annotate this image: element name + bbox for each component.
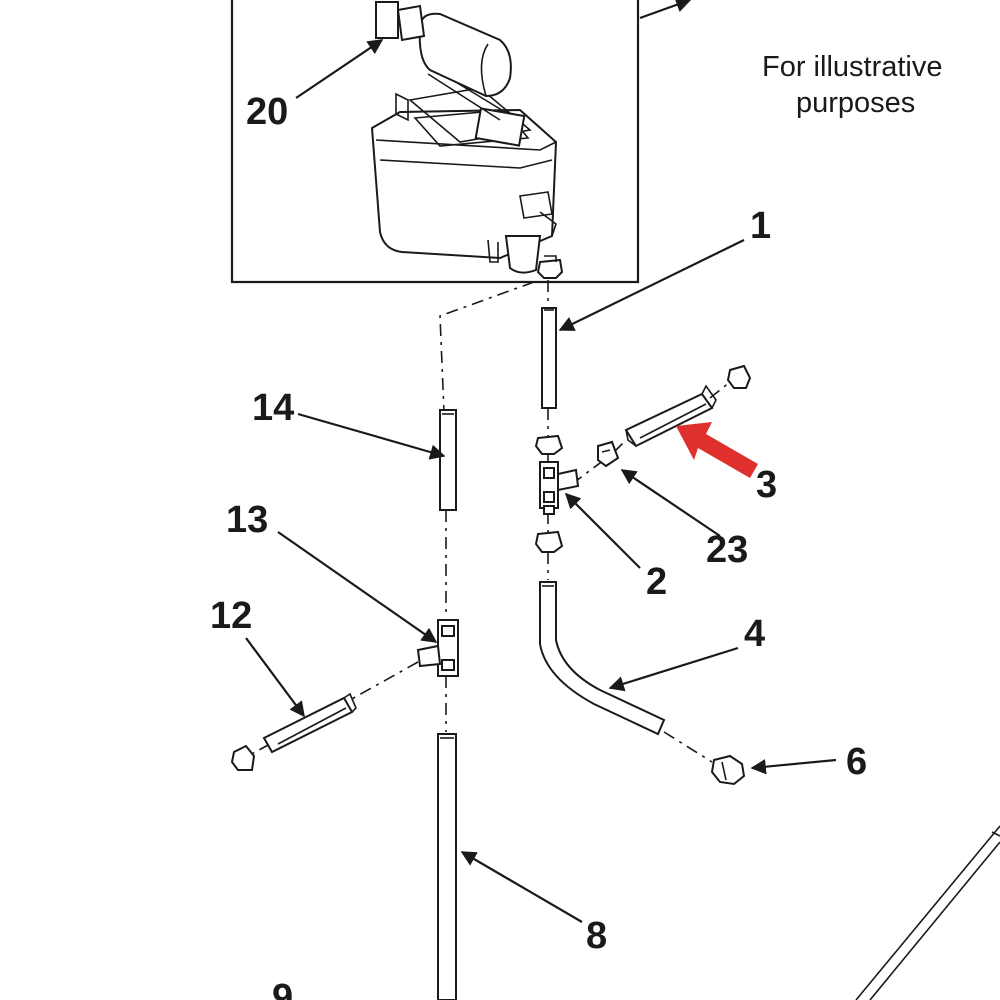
part-8-tube: [437, 733, 457, 1000]
part-6-cap: [710, 754, 746, 786]
part-23-fitting: [597, 440, 620, 468]
part-3-tube: [624, 384, 717, 448]
connector-top: [536, 255, 564, 279]
ice-maker-assembly: [370, 1, 558, 274]
part-13-tee: [416, 619, 459, 677]
callout-2: 2: [646, 561, 667, 603]
note-line-2: purposes: [796, 87, 915, 119]
callout-4: 4: [744, 613, 765, 655]
callout-23: 23: [706, 529, 748, 571]
connector-right: [726, 364, 752, 389]
connector-lower: [534, 530, 564, 553]
inset-frame: [230, 0, 640, 284]
callout-12: 12: [210, 595, 252, 637]
part-2-tee: [539, 461, 580, 515]
rail-lower-right: [855, 825, 1000, 1000]
callout-13: 13: [226, 499, 268, 541]
part-1-tube: [541, 307, 557, 409]
callout-3: 3: [756, 464, 777, 506]
callout-1: 1: [750, 205, 771, 247]
connector-mid: [534, 434, 564, 455]
part-14-tube: [439, 409, 457, 511]
leader-lines: [245, 0, 837, 923]
red-pointer-arrow-icon: [676, 422, 758, 478]
callout-8: 8: [586, 915, 607, 957]
part-4-bent-tube: [539, 581, 666, 736]
callout-14: 14: [252, 387, 294, 429]
note-line-1: For illustrative: [762, 51, 943, 83]
callout-9: 9: [272, 977, 293, 1000]
routing-lines: [247, 280, 731, 763]
part-12-tube: [262, 692, 357, 754]
callout-20: 20: [246, 91, 288, 133]
connector-left: [230, 744, 256, 771]
callout-6: 6: [846, 741, 867, 783]
